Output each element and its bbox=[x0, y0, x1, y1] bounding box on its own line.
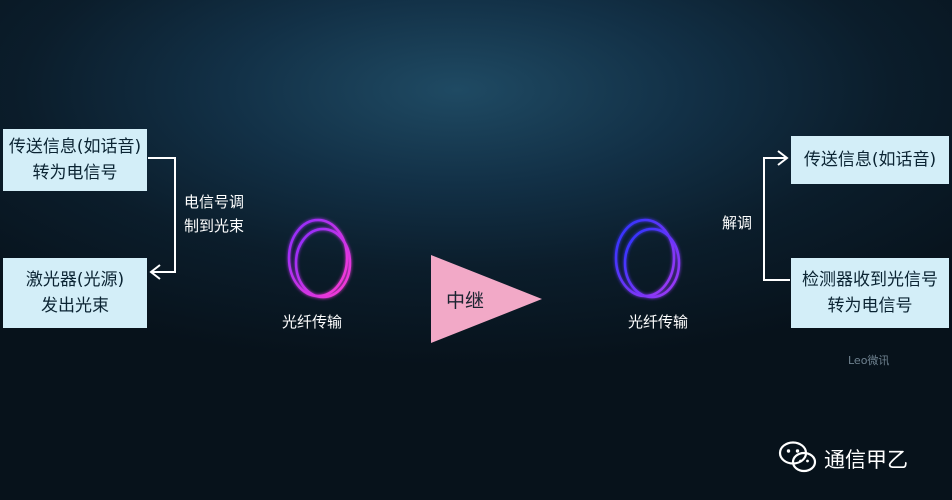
demodulate-arrow bbox=[763, 150, 790, 281]
send-info-box: 传送信息(如话音) 转为电信号 bbox=[3, 129, 147, 191]
fiber-label-right: 光纤传输 bbox=[628, 313, 689, 331]
modulate-line1: 电信号调 bbox=[184, 193, 245, 211]
detector-box: 检测器收到光信号 转为电信号 bbox=[791, 258, 949, 328]
receive-info-line1: 传送信息(如话音) bbox=[803, 150, 937, 170]
watermark-account: 通信甲乙 bbox=[824, 448, 908, 472]
fiber-coil-left bbox=[287, 218, 352, 299]
wechat-icon bbox=[778, 440, 818, 474]
repeater-label: 中继 bbox=[446, 290, 485, 312]
modulate-arrow bbox=[148, 157, 176, 280]
fiber-coil-right bbox=[614, 218, 681, 299]
receive-info-box: 传送信息(如话音) bbox=[791, 136, 949, 184]
laser-source-box: 激光器(光源) 发出光束 bbox=[3, 258, 147, 328]
send-info-line2: 转为电信号 bbox=[32, 163, 118, 183]
detector-line2: 转为电信号 bbox=[827, 296, 913, 316]
laser-line2: 发出光束 bbox=[41, 296, 109, 316]
detector-line1: 检测器收到光信号 bbox=[802, 270, 938, 290]
laser-line1: 激光器(光源) bbox=[25, 270, 125, 290]
modulate-label: 电信号调 制到光束 bbox=[184, 190, 244, 238]
watermark-small: Leo微讯 bbox=[848, 354, 890, 367]
send-info-line1: 传送信息(如话音) bbox=[8, 137, 142, 157]
modulate-line2: 制到光束 bbox=[184, 217, 245, 235]
demodulate-label: 解调 bbox=[722, 214, 753, 232]
repeater-triangle bbox=[431, 255, 542, 343]
fiber-label-left: 光纤传输 bbox=[282, 313, 343, 331]
